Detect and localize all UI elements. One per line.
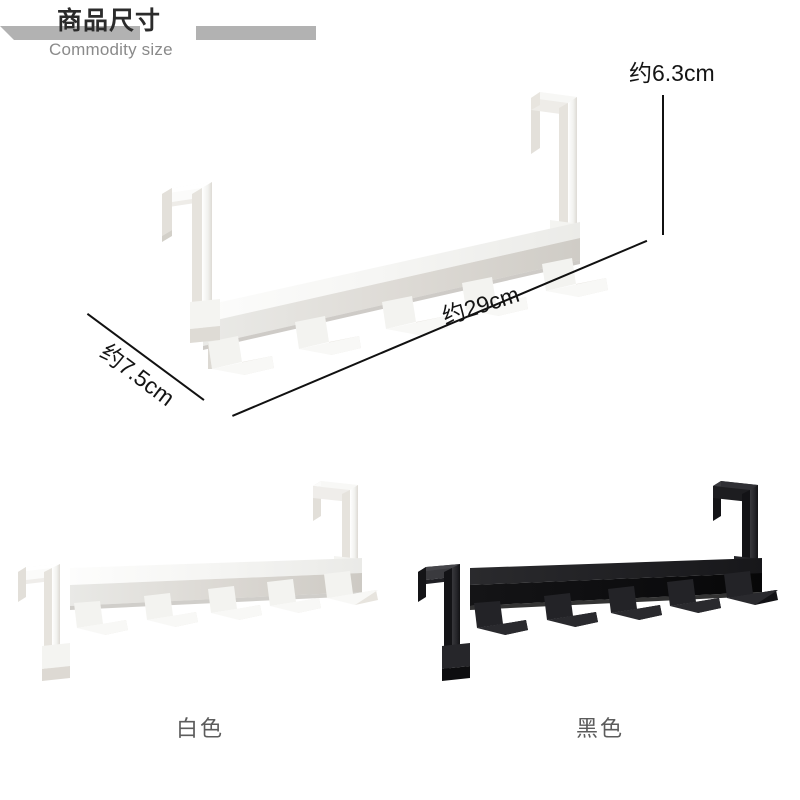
page-title: 商品尺寸 [57,7,162,35]
variant-image-black [408,470,798,700]
header-accent-right [196,26,316,40]
header-accent-left [0,26,140,40]
variant-caption-white: 白色 [175,716,224,741]
variant-image-white [8,470,398,700]
dimension-line-height [662,95,664,235]
main-product-image [150,70,680,400]
dimension-label-height: 约6.3cm [629,60,715,86]
variant-caption-black: 黑色 [575,716,624,741]
header: 商品尺寸 Commodity size [0,0,800,72]
page-subtitle: Commodity size [49,40,173,59]
